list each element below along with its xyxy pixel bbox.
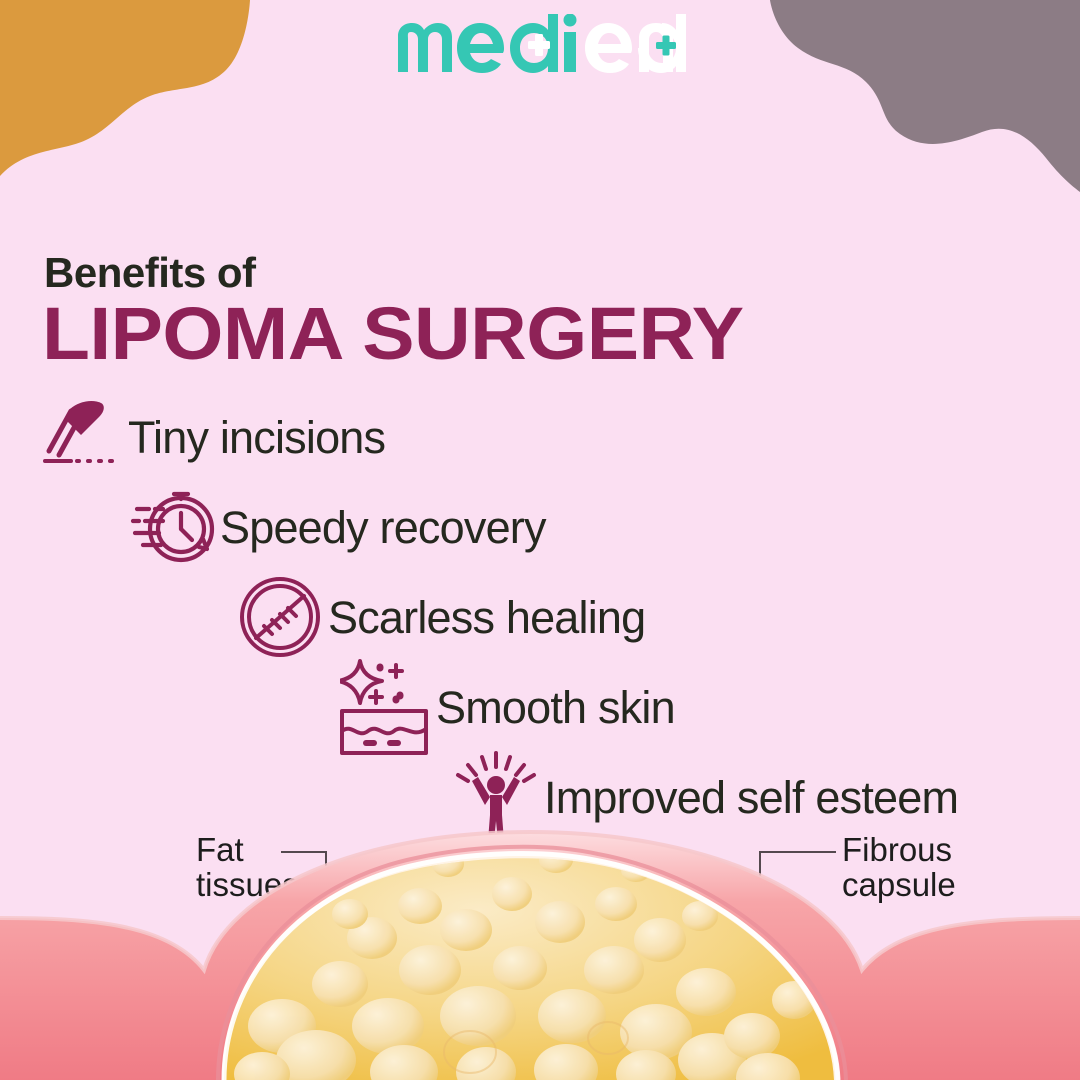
skin-highlight	[0, 829, 1080, 975]
capsule-outline	[221, 850, 841, 1080]
page-title: Benefits of LIPOMA SURGERY	[42, 249, 942, 372]
benefit-label: Tiny incisions	[128, 411, 386, 463]
capsule-outer-edge	[216, 844, 848, 1080]
benefit-label: Smooth skin	[436, 681, 676, 733]
benefit-item-improved-self-esteem: Improved self esteem	[0, 751, 1080, 842]
no-scar-icon	[232, 572, 328, 662]
benefit-item-speedy-recovery: Speedy recovery	[0, 482, 1080, 572]
benefit-item-tiny-incisions: Tiny incisions	[0, 392, 1080, 482]
medical-cross-icon-2	[656, 35, 676, 56]
stopwatch-icon	[124, 482, 220, 572]
medical-cross-icon	[528, 34, 550, 56]
benefits-list: Tiny incisions	[0, 392, 1080, 842]
callout-fibrous-capsule-line2: capsule	[842, 866, 956, 904]
callout-fibrous-capsule: Fibrous capsule	[842, 832, 956, 903]
benefit-item-scarless-healing: Scarless healing	[0, 572, 1080, 662]
sparkle-skin-icon	[340, 659, 436, 755]
callout-fat-tissues-line1: Fat	[196, 831, 244, 868]
benefit-label: Scarless healing	[328, 591, 646, 643]
lipoma-cross-section-illustration	[0, 829, 1080, 1080]
headline-subtitle: Benefits of	[44, 249, 256, 296]
benefit-label: Improved self esteem	[544, 771, 959, 823]
brand-logo[interactable]	[0, 14, 1080, 84]
scalpel-icon	[32, 392, 128, 482]
headline-main: LIPOMA SURGERY	[42, 292, 744, 375]
benefit-label: Speedy recovery	[220, 501, 546, 553]
callout-fibrous-capsule-line1: Fibrous	[842, 831, 953, 868]
benefit-item-smooth-skin: Smooth skin	[0, 659, 1080, 755]
logo-wordmark-svg	[398, 14, 686, 73]
